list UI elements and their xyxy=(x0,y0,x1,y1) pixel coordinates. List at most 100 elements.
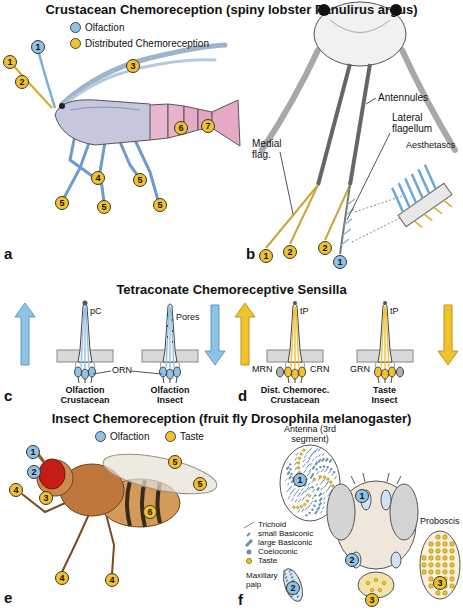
fly-antenna-illustration-part-part xyxy=(291,576,293,578)
panel-letter: f xyxy=(238,592,243,609)
part-label: Lateral flagellum xyxy=(392,112,447,134)
callout-number: 7 xyxy=(205,121,210,131)
sensillum-caption: Taste Insect xyxy=(362,385,407,405)
fly-head-illustration-part-part xyxy=(443,570,447,574)
sensillum-illustration-part xyxy=(397,367,404,377)
callout-circle: 2 xyxy=(318,241,332,255)
fly-head-illustration xyxy=(327,473,460,599)
sensillum-caption: Olfaction Crustacean xyxy=(50,385,120,405)
fly-head-illustration-part-part xyxy=(450,556,454,560)
fly-antenna-illustration-part-part xyxy=(320,511,322,513)
legend-symbol xyxy=(243,530,255,538)
fly-antenna-illustration-part-part xyxy=(287,466,289,469)
fly-antenna-illustration-part-part xyxy=(314,448,318,453)
fly-antenna-illustration-part-part xyxy=(288,496,290,499)
fly-head-illustration-part xyxy=(420,531,460,599)
fly-antenna-illustration-part-part xyxy=(304,455,306,458)
fly-antenna-illustration-part-part xyxy=(323,502,325,504)
part-label: Medial flag. xyxy=(252,138,292,160)
fly-antenna-illustration-part-part xyxy=(290,573,292,575)
callout-number: 5 xyxy=(101,202,106,212)
fly-head-illustration-part-part xyxy=(422,556,426,560)
fly-antenna-illustration-part-part xyxy=(311,486,313,488)
fly-antenna-illustration-part-part xyxy=(313,478,316,481)
fly-head-illustration-part-part xyxy=(436,549,440,553)
fly-antenna-illustration-part-part xyxy=(322,458,324,461)
fly-head-illustration-part-part xyxy=(450,584,454,588)
fly-head-illustration-part xyxy=(381,490,391,510)
fruit-fly-illustration xyxy=(22,446,220,574)
fly-antenna-illustration-part-part xyxy=(285,576,287,578)
fly-antenna-illustration-part-part xyxy=(314,500,316,502)
fly-antenna-illustration-part-part xyxy=(306,464,310,469)
callout-circle: 5 xyxy=(133,173,147,187)
fly-antenna-illustration-part-part xyxy=(297,596,299,598)
sensillum-illustration-part xyxy=(57,304,113,383)
fly-antenna-illustration-part-part xyxy=(308,494,311,497)
legend-row: Trichoid xyxy=(243,520,286,529)
fly-antenna-illustration-part-part xyxy=(312,459,314,461)
fly-head-illustration-part-part xyxy=(450,570,454,574)
part-label: pC xyxy=(90,306,102,316)
callout-number: 5 xyxy=(137,175,142,185)
sensillum-illustration-part xyxy=(167,315,173,342)
lobster-illustration-part xyxy=(12,64,52,108)
fly-antenna-illustration-part-part xyxy=(307,471,311,476)
panel-heading: Crustacean Chemoreception (spiny lobster… xyxy=(0,3,463,18)
lobster-head-illustration-part xyxy=(347,133,390,220)
fly-antenna-illustration-part-part xyxy=(334,476,336,479)
fly-antenna-illustration-part-part xyxy=(290,490,294,495)
legend-row: Taste xyxy=(243,556,277,565)
legend-text: Trichoid xyxy=(258,520,286,529)
fly-antenna-illustration-part-part xyxy=(308,504,310,507)
fly-antenna-illustration-part-part xyxy=(310,475,312,478)
lobster-illustration-part xyxy=(64,140,90,198)
legend-text: small Basiconic xyxy=(258,529,313,538)
fly-head-illustration-part-part xyxy=(450,577,454,581)
legend-row: large Basiconic xyxy=(243,538,312,547)
fly-antenna-illustration-part-part xyxy=(295,499,297,502)
fly-head-illustration-part-part xyxy=(422,563,426,567)
sensillum-illustration-part xyxy=(277,367,284,377)
fly-antenna-illustration-part-part xyxy=(291,498,293,501)
fly-antenna-illustration-part-part xyxy=(325,469,327,472)
callout-number: 2 xyxy=(19,77,24,87)
lobster-head-illustration-part xyxy=(330,20,390,33)
fly-antenna-illustration-part-part xyxy=(312,478,316,483)
fly-antenna-illustration-part-part xyxy=(300,505,303,508)
fly-antenna-illustration-part-part xyxy=(295,457,297,460)
legend-row: Distributed Chemoreception xyxy=(70,38,209,49)
fly-antenna-illustration-part-part xyxy=(297,492,301,497)
fly-antenna-illustration-part-part xyxy=(317,471,319,474)
fly-head-illustration-part-part xyxy=(436,591,440,595)
fly-antenna-illustration-part-part xyxy=(315,468,317,470)
lobster-head-illustration-part xyxy=(383,162,458,235)
fly-antenna-illustration-part-part xyxy=(302,449,305,452)
fly-head-illustration-part-part xyxy=(436,535,440,539)
sensillum-illustration-part xyxy=(438,305,458,365)
fly-antenna-illustration-part-part xyxy=(302,497,304,500)
callout-number: 1 xyxy=(359,491,364,501)
fly-antenna-illustration-part-part xyxy=(302,464,304,467)
fly-head-illustration-part-part xyxy=(436,542,440,546)
callout-number: 5 xyxy=(59,198,64,208)
fly-antenna-illustration-part-part xyxy=(317,507,319,510)
fruit-fly-illustration-part xyxy=(62,512,90,572)
lobster-illustration-part xyxy=(59,103,65,109)
callout-circle: 2 xyxy=(286,581,300,595)
sensillum-illustration-part xyxy=(383,301,387,305)
fly-antenna-illustration-part-part xyxy=(312,473,314,475)
legend-row: Coeloconic xyxy=(243,547,298,556)
callout-circle: 3 xyxy=(365,593,379,607)
fly-antenna-illustration-part-part xyxy=(283,570,285,572)
callout-number: 3 xyxy=(43,493,48,503)
legend-text: Distributed Chemoreception xyxy=(85,38,209,49)
fly-antenna-illustration-part-part xyxy=(308,512,310,514)
fly-antenna-illustration-part-part xyxy=(322,454,324,456)
fly-head-illustration-part-part xyxy=(429,570,433,574)
fly-antenna-illustration-part-part xyxy=(297,462,300,465)
fly-antenna-illustration-part-part xyxy=(329,459,331,462)
part-label: Maxillary palp xyxy=(246,572,290,590)
